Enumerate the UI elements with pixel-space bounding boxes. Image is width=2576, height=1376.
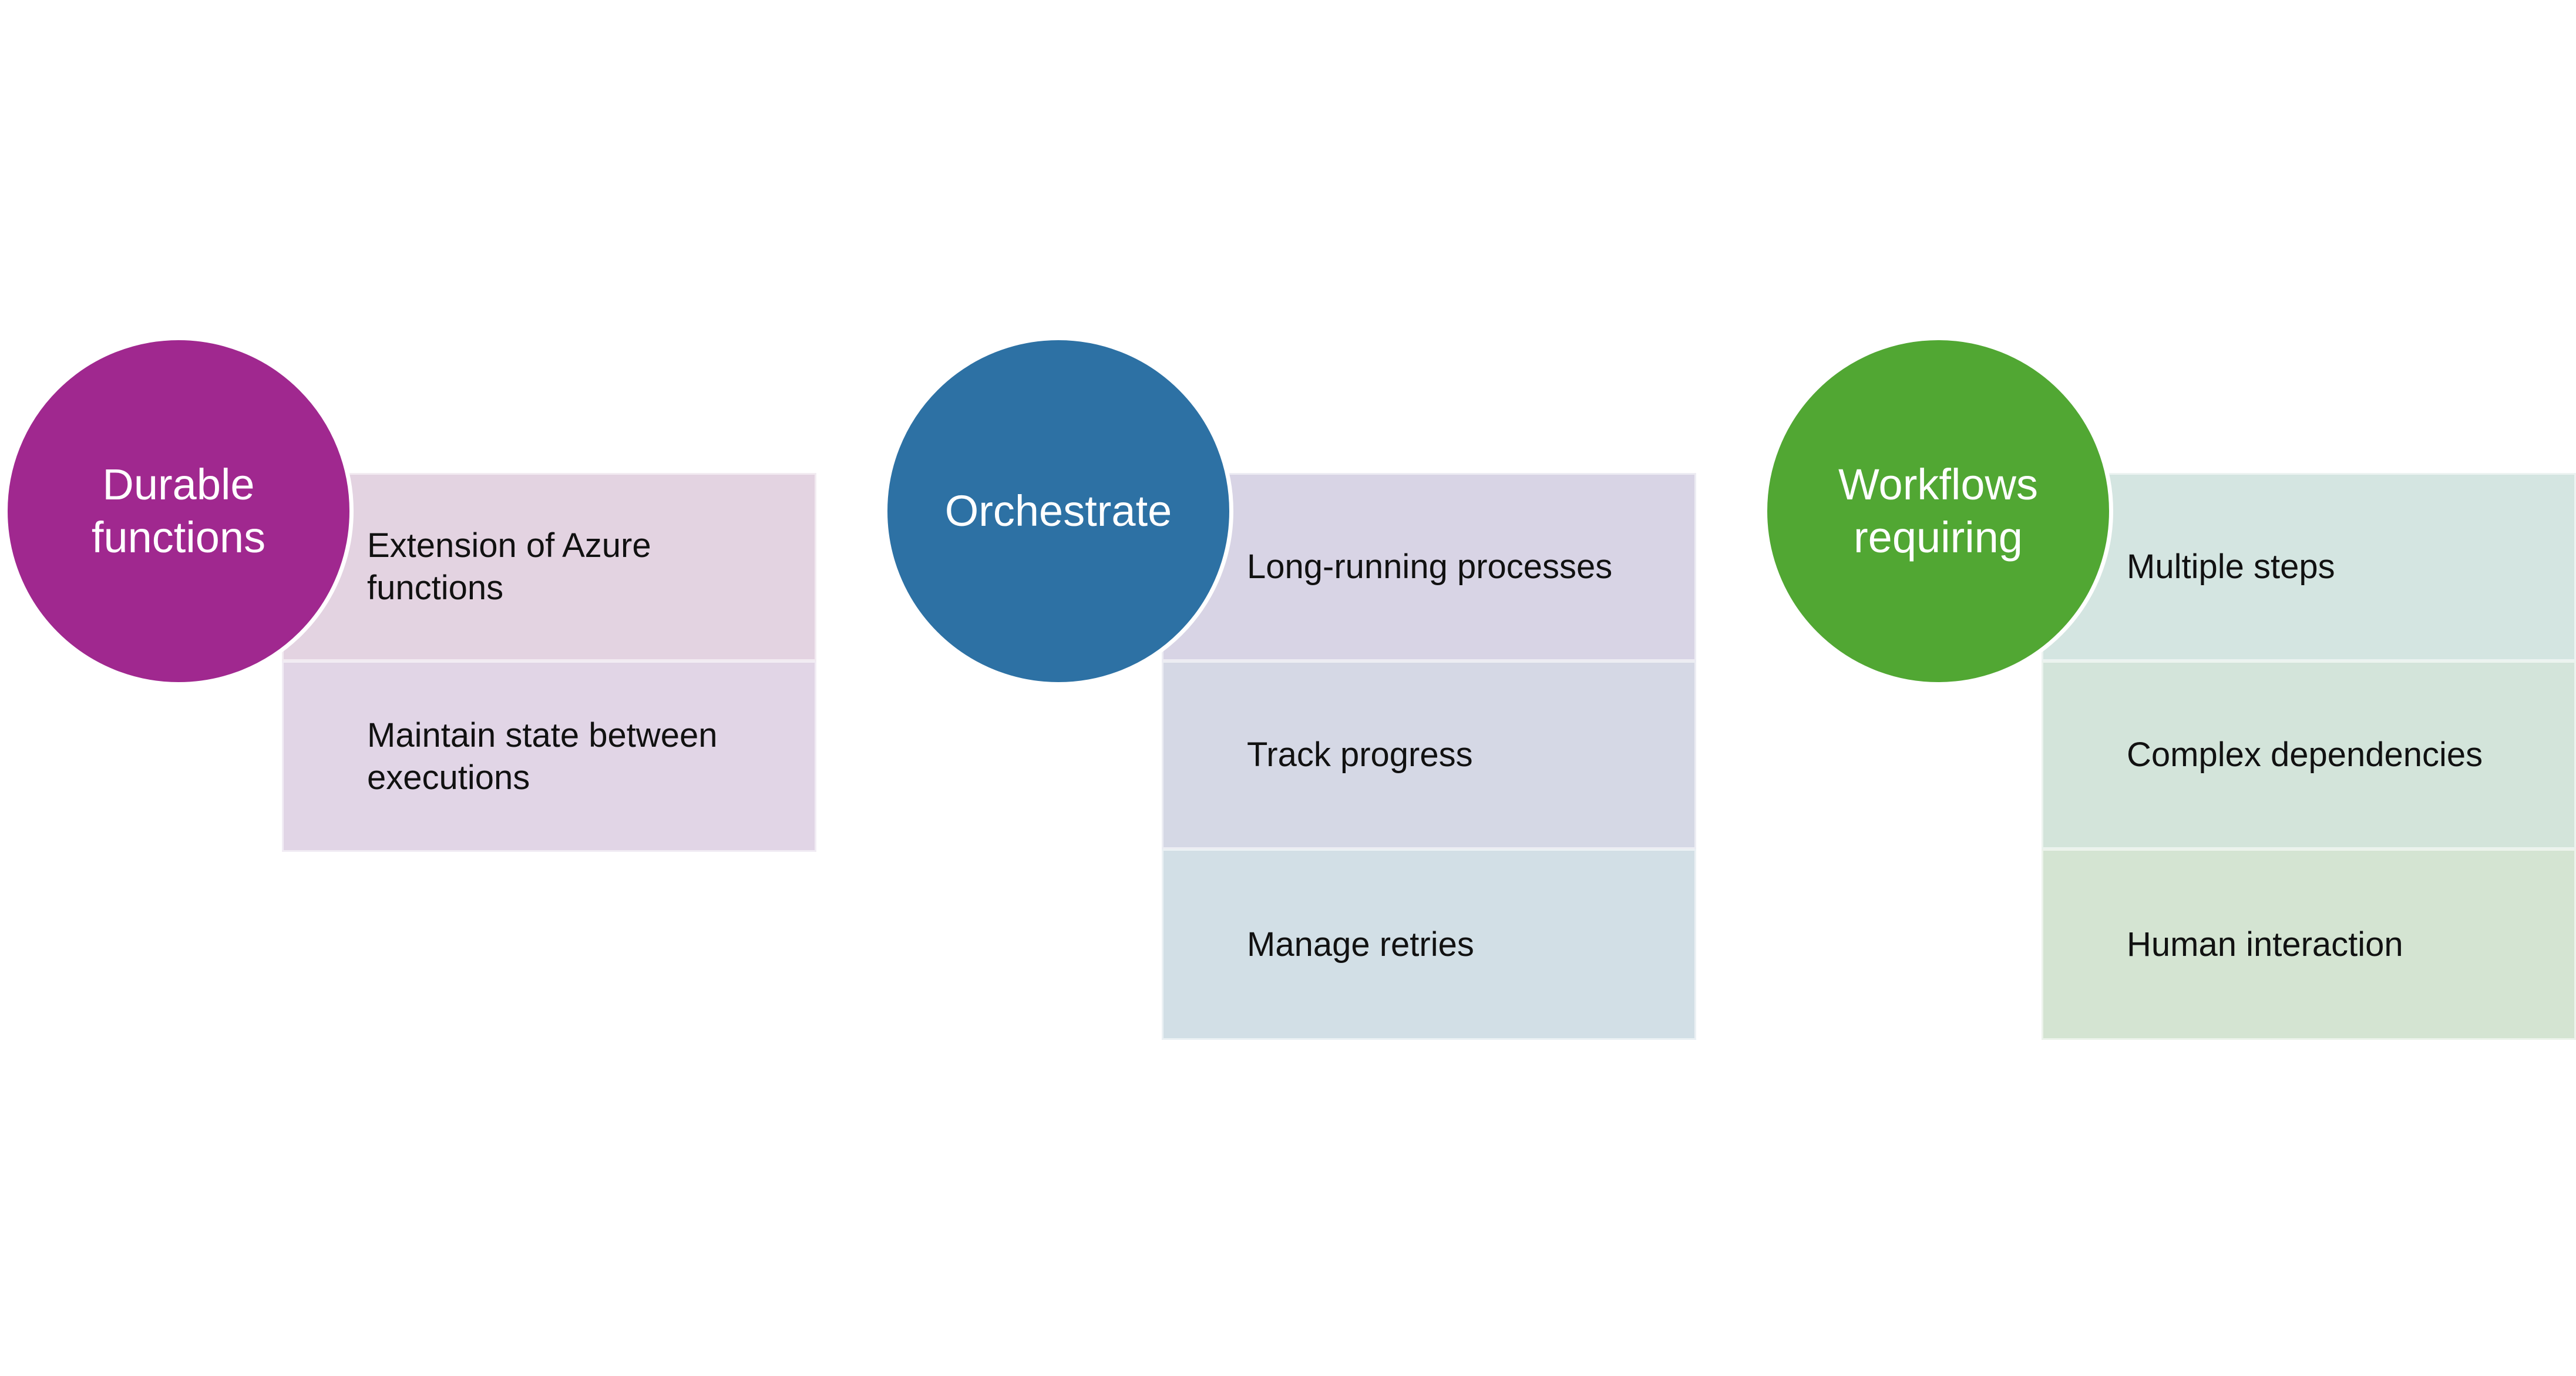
item-box-2-1: Long-running processes xyxy=(1162,473,1696,661)
item-label: Track progress xyxy=(1247,736,1473,774)
item-label: Complex dependencies xyxy=(2127,736,2483,774)
item-label: Human interaction xyxy=(2127,925,2403,964)
circle-durable-functions: Durable functions xyxy=(4,336,354,686)
item-label: Long-running processes xyxy=(1247,548,1613,586)
group-durable-functions: Extension of Azure functions Maintain st… xyxy=(0,0,881,1376)
item-label: Maintain state between executions xyxy=(367,716,718,797)
item-box-2-3: Manage retries xyxy=(1162,849,1696,1040)
item-box-1-1: Extension of Azure functions xyxy=(282,473,816,661)
item-box-3-1: Multiple steps xyxy=(2042,473,2576,661)
circle-workflows-requiring: Workflows requiring xyxy=(1763,336,2113,686)
circle-title: Durable functions xyxy=(91,460,266,562)
circle-title: Orchestrate xyxy=(944,486,1172,535)
circle-title: Workflows requiring xyxy=(1838,460,2038,562)
group-workflows-requiring: Multiple steps Complex dependencies Huma… xyxy=(1760,0,2576,1376)
item-label: Manage retries xyxy=(1247,925,1474,964)
item-label: Multiple steps xyxy=(2127,548,2335,586)
circle-orchestrate: Orchestrate xyxy=(883,336,1233,686)
item-box-3-3: Human interaction xyxy=(2042,849,2576,1040)
item-box-2-2: Track progress xyxy=(1162,661,1696,849)
group-orchestrate: Long-running processes Track progress Ma… xyxy=(880,0,1761,1376)
item-box-3-2: Complex dependencies xyxy=(2042,661,2576,849)
item-box-1-2: Maintain state between executions xyxy=(282,661,816,852)
item-label: Extension of Azure functions xyxy=(367,526,651,607)
